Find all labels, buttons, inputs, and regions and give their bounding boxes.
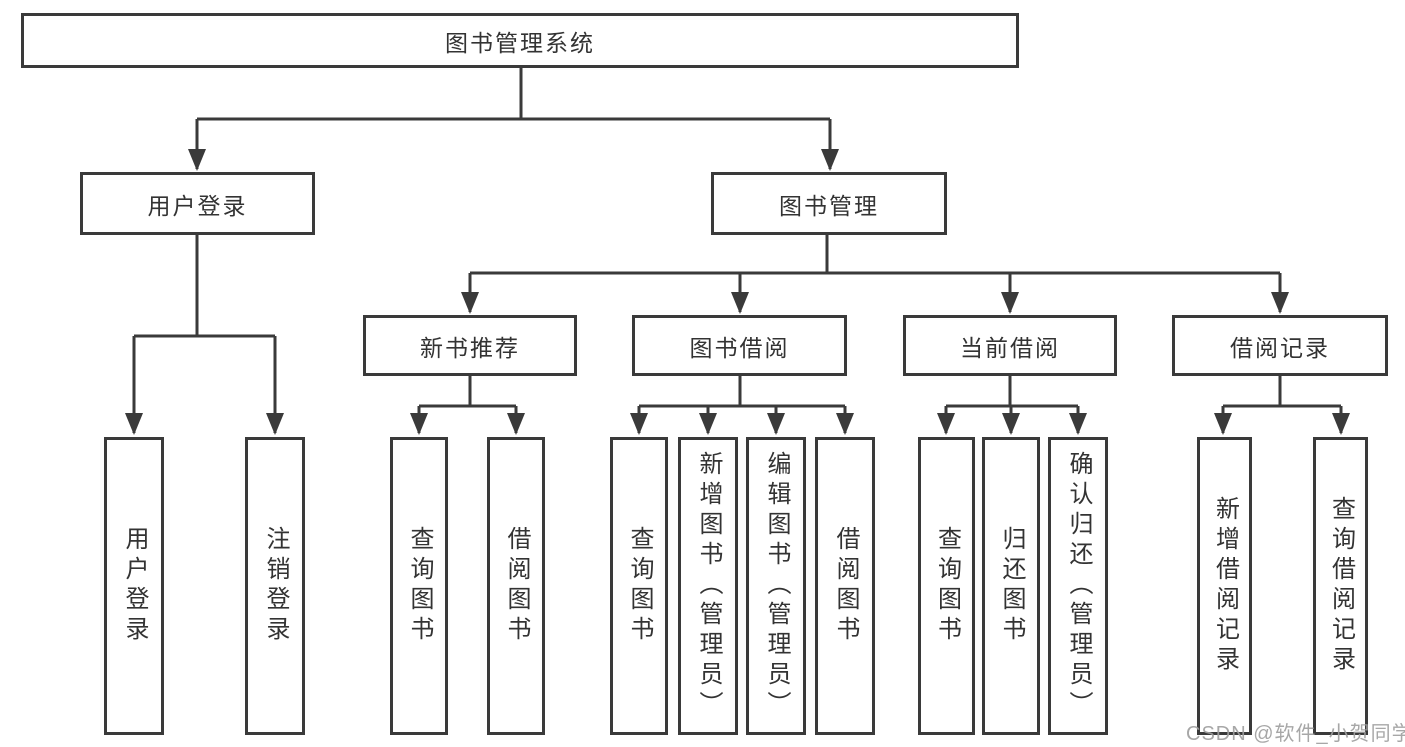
node-logout-leaf-label: 注销登录 [262, 526, 289, 646]
node-cb-confirm-return-admin-label: 确认归还（管理员） [1065, 451, 1092, 721]
node-root: 图书管理系统 [21, 13, 1019, 68]
node-book-borrow: 图书借阅 [632, 315, 847, 376]
node-cb-query-books-label: 查询图书 [933, 526, 961, 646]
node-bb-add-books-admin-label: 新增图书（管理员） [695, 451, 722, 721]
node-current-borrow: 当前借阅 [903, 315, 1117, 376]
csdn-watermark: CSDN @软件_小贺同学 [1186, 723, 1405, 745]
node-bb-edit-books-admin: 编辑图书（管理员） [746, 437, 806, 735]
node-bb-borrow-books: 借阅图书 [815, 437, 875, 735]
node-current-borrow-label: 当前借阅 [960, 334, 1060, 361]
node-borrow-records: 借阅记录 [1172, 315, 1388, 376]
node-nbr-borrow-books: 借阅图书 [487, 437, 545, 735]
node-br-add-record: 新增借阅记录 [1197, 437, 1252, 735]
node-user-login-leaf: 用户登录 [104, 437, 164, 735]
node-cb-return-books-label: 归还图书 [998, 526, 1025, 646]
node-nbr-query-books-label: 查询图书 [406, 526, 433, 646]
node-book-borrow-label: 图书借阅 [689, 334, 790, 361]
node-br-query-record: 查询借阅记录 [1313, 437, 1368, 735]
node-new-book-recommend-label: 新书推荐 [420, 334, 520, 361]
node-nbr-borrow-books-label: 借阅图书 [503, 526, 530, 646]
node-user-login-label: 用户登录 [147, 192, 248, 219]
node-bb-query-books: 查询图书 [610, 437, 668, 735]
node-nbr-query-books: 查询图书 [390, 437, 448, 735]
node-book-management-label: 图书管理 [779, 192, 879, 219]
node-br-query-record-label: 查询借阅记录 [1327, 496, 1355, 676]
node-cb-confirm-return-admin: 确认归还（管理员） [1048, 437, 1108, 735]
node-book-management: 图书管理 [711, 172, 947, 235]
node-logout-leaf: 注销登录 [245, 437, 305, 735]
node-bb-add-books-admin: 新增图书（管理员） [678, 437, 738, 735]
node-user-login-leaf-label: 用户登录 [121, 526, 148, 646]
node-cb-return-books: 归还图书 [982, 437, 1040, 735]
node-br-add-record-label: 新增借阅记录 [1211, 496, 1239, 676]
node-borrow-records-label: 借阅记录 [1230, 334, 1330, 361]
node-bb-borrow-books-label: 借阅图书 [832, 526, 859, 646]
node-bb-edit-books-admin-label: 编辑图书（管理员） [763, 451, 790, 721]
node-root-label: 图书管理系统 [445, 29, 595, 56]
node-new-book-recommend: 新书推荐 [363, 315, 577, 376]
node-user-login: 用户登录 [80, 172, 315, 235]
node-cb-query-books: 查询图书 [918, 437, 975, 735]
node-bb-query-books-label: 查询图书 [626, 526, 653, 646]
